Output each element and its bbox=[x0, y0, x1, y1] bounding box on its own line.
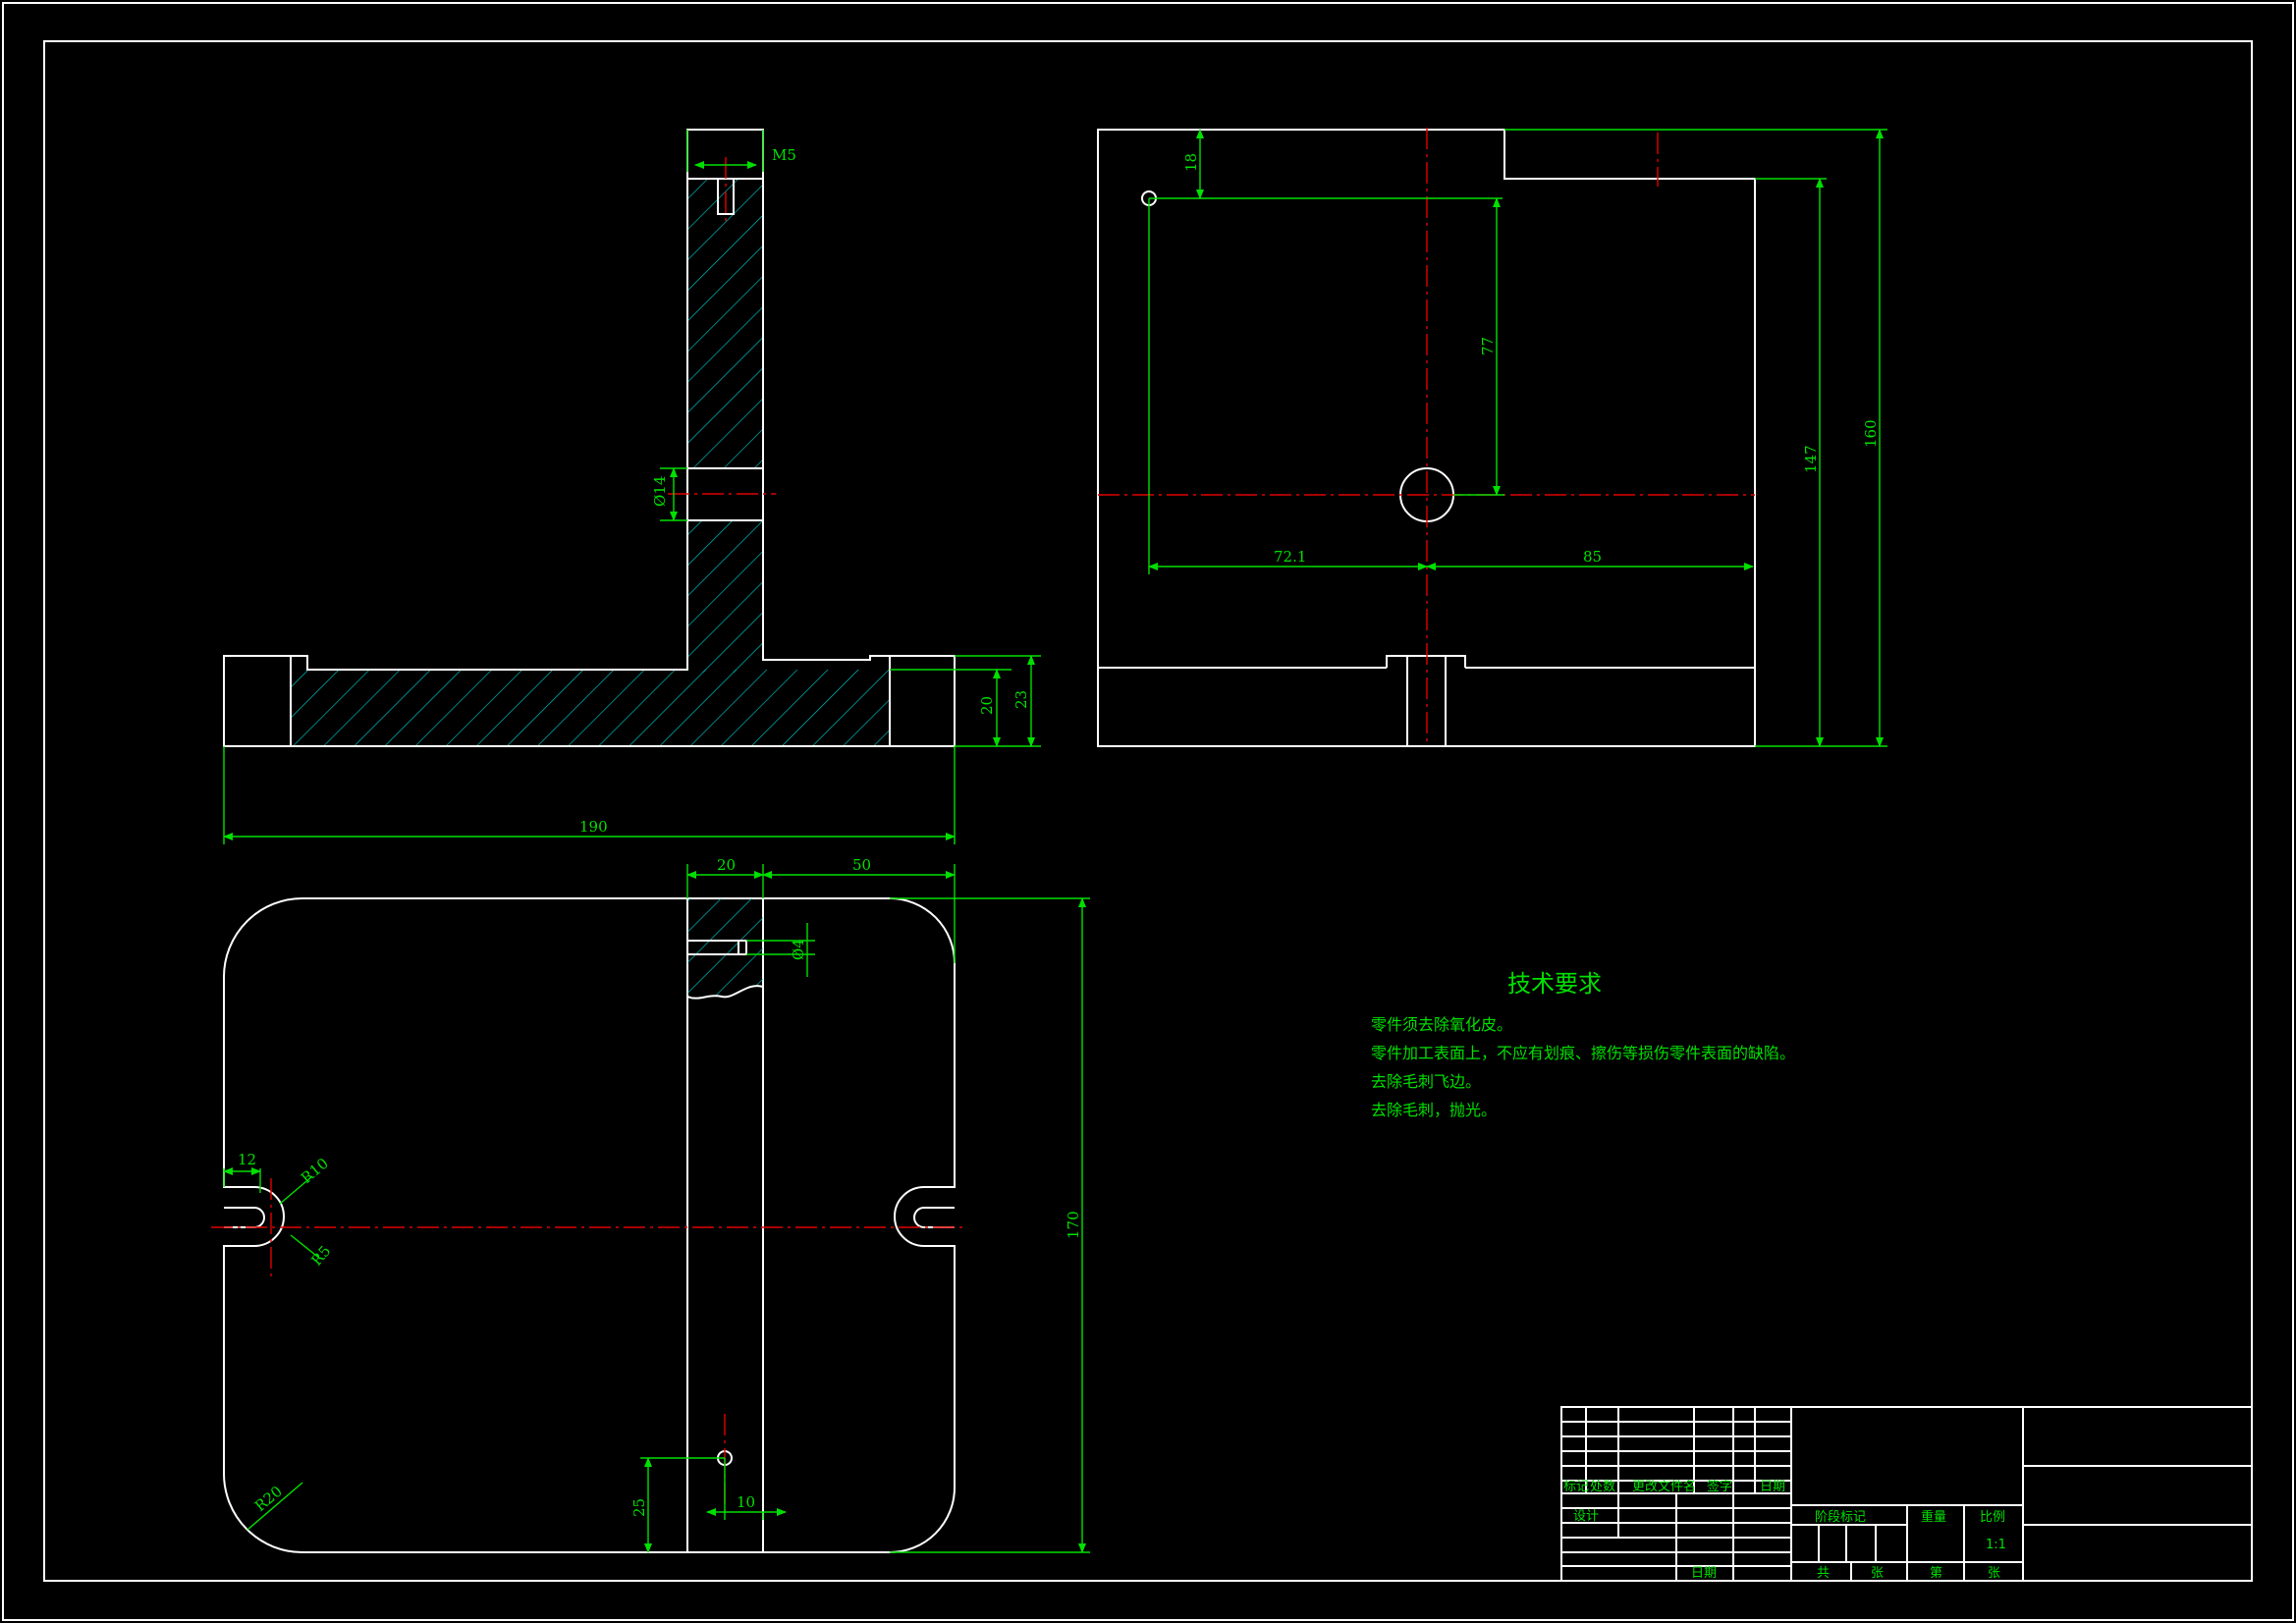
tb-file: 更改文件名 bbox=[1632, 1479, 1696, 1494]
front-section-view: M5 Ø14 20 23 190 bbox=[223, 129, 1041, 844]
tech-req-item-3: 去除毛刺飞边。 bbox=[1371, 1072, 1481, 1091]
dim-m5: M5 bbox=[772, 146, 796, 164]
dim-r20: R20 bbox=[251, 1483, 286, 1515]
tech-req-item-1: 零件须去除氧化皮。 bbox=[1371, 1015, 1512, 1034]
dim-bore: Ø14 bbox=[651, 476, 669, 507]
technical-requirements: 技术要求 零件须去除氧化皮。 零件加工表面上，不应有划痕、擦伤等损伤零件表面的缺… bbox=[1371, 970, 1795, 1119]
tb-sign: 签字 bbox=[1707, 1479, 1732, 1494]
tb-sheet: 张 bbox=[1988, 1566, 2000, 1581]
top-view: 20 50 Ø4 12 R10 R5 170 R20 25 10 bbox=[211, 856, 1090, 1553]
tb-sheets: 张 bbox=[1871, 1566, 1884, 1581]
tb-date: 日期 bbox=[1760, 1480, 1785, 1494]
inner-frame bbox=[43, 40, 2253, 1582]
hatch-rib-upper bbox=[687, 179, 763, 468]
dim-160: 160 bbox=[1862, 419, 1880, 448]
tb-stage-mark: 阶段标记 bbox=[1815, 1510, 1866, 1525]
dim-20: 20 bbox=[978, 696, 996, 715]
tb-sheet-no: 第 bbox=[1930, 1566, 1942, 1581]
tech-req-item-2: 零件加工表面上，不应有划痕、擦伤等损伤零件表面的缺陷。 bbox=[1371, 1044, 1795, 1062]
dim-top-20: 20 bbox=[717, 856, 736, 874]
dim-77: 77 bbox=[1479, 337, 1497, 355]
dim-10: 10 bbox=[737, 1493, 755, 1511]
dim-18: 18 bbox=[1182, 153, 1200, 172]
tech-req-item-4: 去除毛刺，抛光。 bbox=[1371, 1101, 1497, 1119]
hatch-rib-lower bbox=[687, 520, 763, 673]
hatch-base bbox=[291, 670, 890, 746]
tb-date-2: 日期 bbox=[1691, 1566, 1717, 1581]
dim-25: 25 bbox=[630, 1498, 648, 1517]
tb-design: 设计 bbox=[1573, 1509, 1599, 1524]
side-view: 18 77 147 160 72.1 85 bbox=[1097, 128, 1887, 747]
dim-23: 23 bbox=[1012, 690, 1030, 709]
tb-weight: 重量 bbox=[1921, 1509, 1946, 1525]
dim-top-50: 50 bbox=[852, 856, 871, 874]
dim-72-1: 72.1 bbox=[1274, 548, 1306, 566]
tb-scale: 比例 bbox=[1980, 1510, 2005, 1525]
tb-scale-value: 1:1 bbox=[1986, 1538, 2006, 1552]
dim-r10: R10 bbox=[298, 1155, 332, 1187]
tech-req-title: 技术要求 bbox=[1507, 970, 1602, 998]
dim-phi4: Ø4 bbox=[790, 939, 807, 960]
dim-r5: R5 bbox=[307, 1242, 334, 1270]
dim-85: 85 bbox=[1583, 548, 1602, 566]
dim-190: 190 bbox=[579, 818, 608, 836]
tb-count: 处数 bbox=[1590, 1480, 1615, 1494]
title-block: 标记 处数 更改文件名 签字 日期 设计 日期 阶段标记 重量 比例 1:1 共… bbox=[1560, 1406, 2253, 1582]
tb-total: 共 bbox=[1817, 1566, 1830, 1581]
dim-12: 12 bbox=[238, 1151, 256, 1168]
dim-147: 147 bbox=[1802, 445, 1820, 473]
dim-170: 170 bbox=[1065, 1211, 1082, 1239]
tb-mark: 标记 bbox=[1563, 1480, 1589, 1494]
